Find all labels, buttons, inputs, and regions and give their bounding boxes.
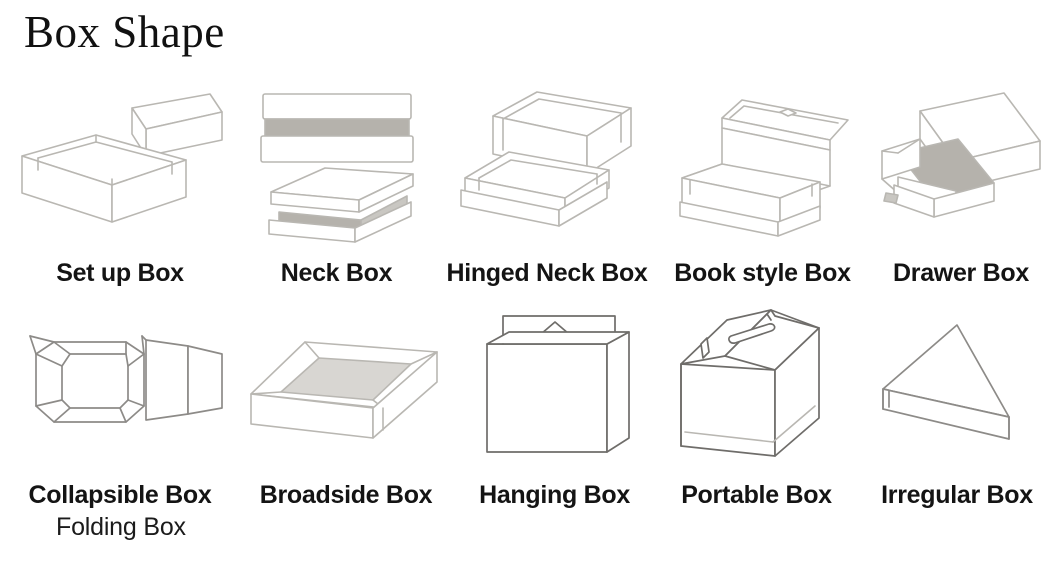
box-label: Collapsible Box (28, 481, 212, 509)
box-shape-grid: Set up Box (0, 72, 1058, 512)
box-label: Irregular Box (881, 481, 1033, 509)
secondary-label-folding-box: Folding Box (56, 513, 186, 541)
box-row-1: Set up Box (0, 72, 1058, 290)
box-cell-irregular-box[interactable]: Irregular Box (856, 290, 1058, 512)
portable-box-illustration (657, 290, 856, 480)
box-cell-hinged-neck-box[interactable]: Hinged Neck Box (433, 72, 661, 290)
box-cell-book-style-box[interactable]: Book style Box (661, 72, 864, 290)
hinged-neck-box-illustration (433, 72, 661, 258)
box-cell-collapsible-box[interactable]: Collapsible Box (0, 290, 240, 512)
box-label: Hinged Neck Box (446, 259, 648, 287)
page-title: Box Shape (24, 7, 225, 57)
box-label: Book style Box (674, 259, 851, 287)
box-label: Hanging Box (479, 481, 630, 509)
box-cell-portable-box[interactable]: Portable Box (657, 290, 856, 512)
box-cell-hanging-box[interactable]: Hanging Box (452, 290, 657, 512)
box-label: Broadside Box (259, 481, 433, 509)
neck-box-illustration (240, 72, 433, 258)
drawer-box-illustration (864, 72, 1058, 258)
broadside-box-illustration (240, 290, 452, 480)
box-cell-broadside-box[interactable]: Broadside Box (240, 290, 452, 512)
set-up-box-illustration (0, 72, 240, 258)
box-cell-neck-box[interactable]: Neck Box (240, 72, 433, 290)
box-label: Portable Box (681, 481, 832, 509)
box-cell-set-up-box[interactable]: Set up Box (0, 72, 240, 290)
collapsible-box-illustration (0, 290, 240, 480)
box-label: Set up Box (56, 259, 184, 287)
box-cell-drawer-box[interactable]: Drawer Box (864, 72, 1058, 290)
book-style-box-illustration (661, 72, 864, 258)
box-row-2: Collapsible Box (0, 290, 1058, 512)
box-label: Drawer Box (893, 259, 1029, 287)
hanging-box-illustration (452, 290, 657, 480)
irregular-box-illustration (856, 290, 1058, 480)
box-label: Neck Box (280, 259, 393, 287)
